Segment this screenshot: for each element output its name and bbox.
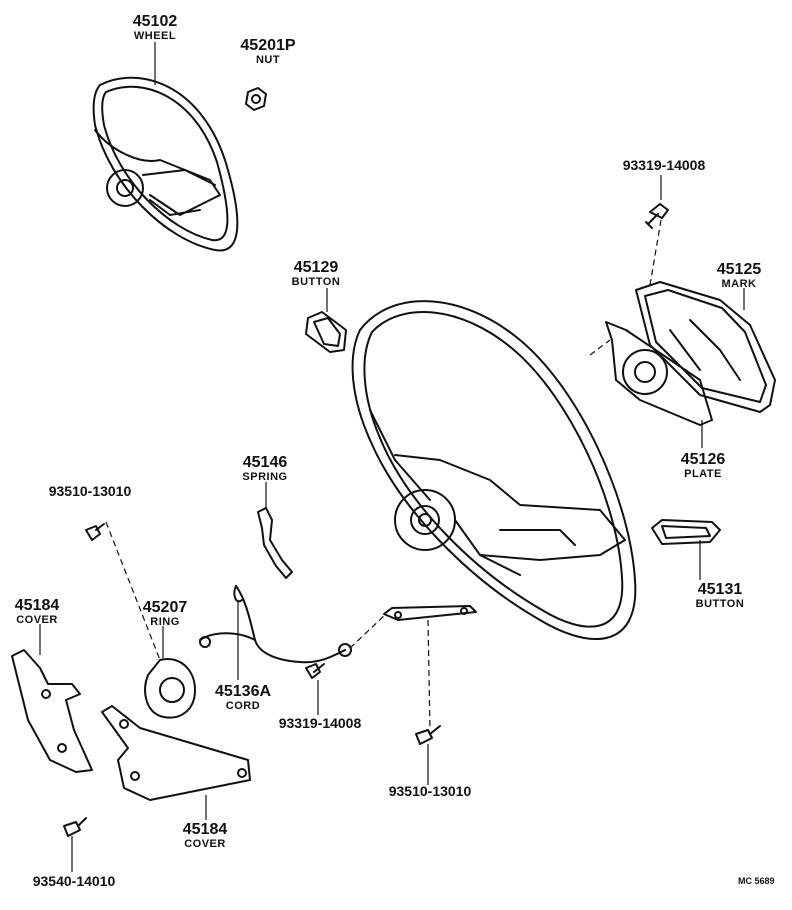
part-label-45102: 45102 WHEEL [118, 14, 192, 42]
large-steering-wheel-drawing [351, 300, 637, 640]
part-name: NUT [255, 54, 281, 66]
cover-left-drawing [11, 649, 93, 773]
part-number: 45201P [240, 37, 296, 54]
part-label-45129: 45129 BUTTON [280, 260, 352, 288]
part-name: COVER [16, 614, 58, 626]
small-steering-wheel-drawing [92, 76, 239, 252]
part-label-45126: 45126 PLATE [670, 452, 736, 480]
part-name: BUTTON [291, 276, 341, 288]
mark-drawing [635, 281, 776, 413]
part-number: 93319-14008 [278, 715, 362, 731]
part-number: 93510-13010 [388, 783, 472, 799]
part-name: BUTTON [695, 598, 745, 610]
bracket-drawing [383, 605, 477, 621]
bolt-top-drawing [645, 203, 669, 229]
part-number: 45131 [697, 581, 743, 598]
part-name: COVER [184, 838, 226, 850]
part-number: 93510-13010 [48, 483, 132, 499]
screw-bottom-right-drawing [415, 725, 441, 745]
part-name: CORD [225, 700, 261, 712]
part-number: 45207 [142, 599, 188, 616]
part-label-93319-14008-top: 93319-14008 [612, 158, 716, 174]
part-number: 93319-14008 [622, 157, 706, 173]
part-label-93510-13010-bottom: 93510-13010 [376, 784, 484, 800]
part-name: RING [150, 616, 180, 628]
part-number: 45184 [182, 821, 228, 838]
cord-drawing [199, 585, 352, 664]
part-label-45146: 45146 SPRING [232, 455, 298, 483]
part-number: 93540-14010 [32, 873, 116, 889]
nut-drawing [245, 87, 267, 111]
part-label-45184-bottom: 45184 COVER [172, 822, 238, 850]
part-label-93540-14010: 93540-14010 [20, 874, 128, 890]
part-name: SPRING [242, 471, 288, 483]
cover-bottom-drawing [101, 705, 251, 801]
part-number: 45146 [242, 454, 288, 471]
button-45129-drawing [305, 311, 347, 353]
part-label-45131: 45131 BUTTON [684, 582, 756, 610]
part-label-45201P: 45201P NUT [228, 38, 308, 66]
ring-drawing [144, 658, 196, 719]
part-number: 45184 [14, 597, 60, 614]
part-name: PLATE [684, 468, 722, 480]
part-label-45207: 45207 RING [132, 600, 198, 628]
plate-drawing [605, 321, 713, 426]
part-number: 45136A [214, 683, 272, 700]
part-number: 45129 [293, 259, 339, 276]
screw-bottom-left-drawing [63, 817, 87, 837]
part-label-93319-14008-bottom: 93319-14008 [266, 716, 374, 732]
part-number: 45126 [680, 451, 726, 468]
part-label-45125: 45125 MARK [706, 262, 772, 290]
spring-drawing [257, 507, 293, 579]
part-label-93510-13010-left: 93510-13010 [36, 484, 144, 500]
part-number: 45125 [716, 261, 762, 278]
screw-left-drawing [85, 523, 105, 541]
part-name: WHEEL [133, 30, 177, 42]
screw-bottom-center-drawing [305, 663, 325, 679]
drawing-code: MC 5689 [738, 876, 775, 886]
button-45131-drawing [651, 519, 721, 545]
part-name: MARK [721, 278, 757, 290]
part-label-45184-left: 45184 COVER [4, 598, 70, 626]
part-label-45136A: 45136A CORD [204, 684, 282, 712]
part-number: 45102 [132, 13, 178, 30]
